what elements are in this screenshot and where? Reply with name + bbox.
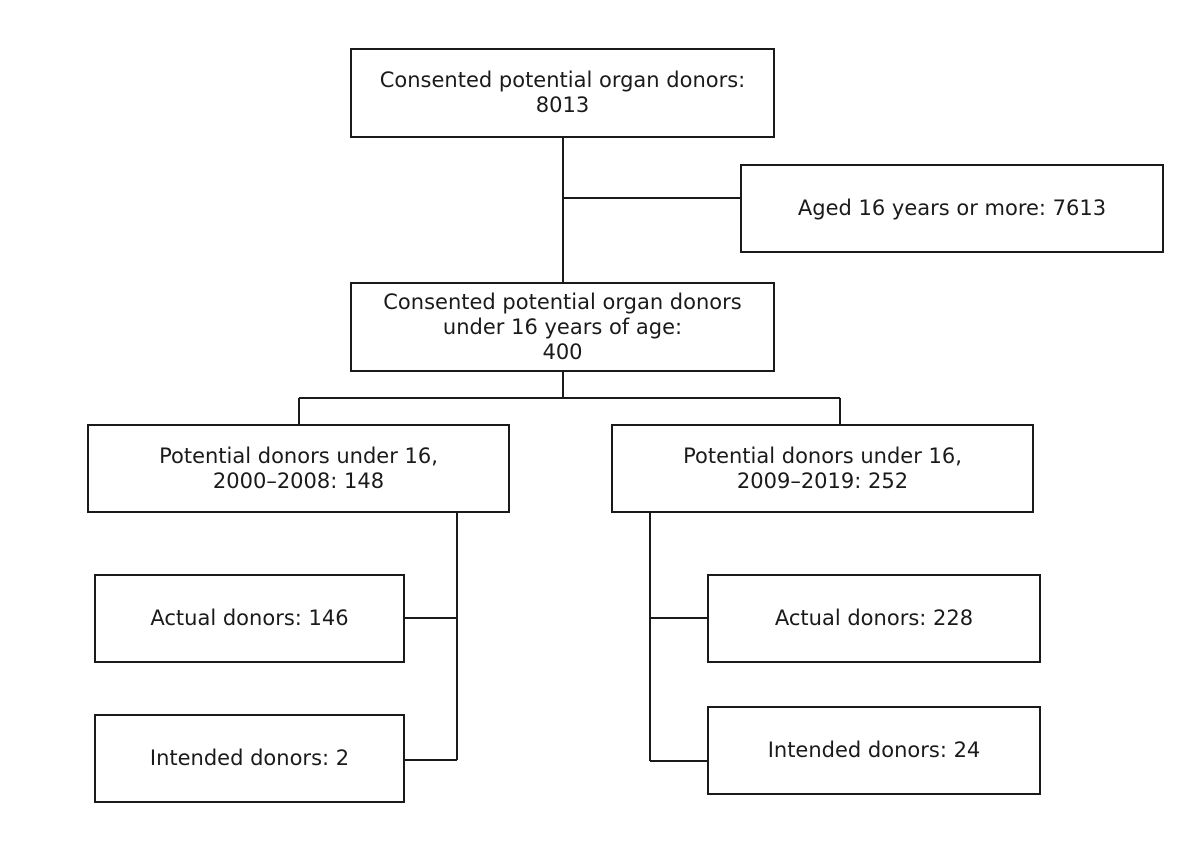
box-intended-donors-2000-2008: Intended donors: 2 bbox=[94, 714, 405, 803]
box-actual-donors-2009-2019-label: Actual donors: 228 bbox=[774, 606, 974, 630]
box-intended-donors-2009-2019-label: Intended donors: 24 bbox=[767, 738, 981, 762]
box-consented-total-count: 8013 bbox=[535, 93, 590, 117]
box-aged-16-or-more-label: Aged 16 years or more: 7613 bbox=[797, 196, 1107, 220]
box-period-2009-2019-count: 2009–2019: 252 bbox=[736, 468, 909, 493]
box-period-2009-2019-label: Potential donors under 16, bbox=[683, 443, 962, 468]
box-aged-16-or-more: Aged 16 years or more: 7613 bbox=[740, 164, 1164, 253]
box-consented-under-16-label-2: under 16 years of age: bbox=[442, 314, 683, 339]
box-consented-total: Consented potential organ donors: 8013 bbox=[350, 48, 775, 138]
box-intended-donors-2000-2008-label: Intended donors: 2 bbox=[149, 746, 350, 770]
box-actual-donors-2000-2008: Actual donors: 146 bbox=[94, 574, 405, 663]
box-actual-donors-2000-2008-label: Actual donors: 146 bbox=[150, 606, 349, 630]
box-consented-total-label: Consented potential organ donors: bbox=[379, 68, 746, 92]
box-period-2000-2008: Potential donors under 16, 2000–2008: 14… bbox=[87, 424, 510, 513]
box-intended-donors-2009-2019: Intended donors: 24 bbox=[707, 706, 1041, 795]
box-consented-under-16: Consented potential organ donors under 1… bbox=[350, 282, 775, 372]
box-period-2000-2008-count: 2000–2008: 148 bbox=[212, 468, 385, 493]
box-consented-under-16-count: 400 bbox=[542, 339, 583, 364]
box-consented-under-16-label-1: Consented potential organ donors bbox=[383, 289, 742, 314]
box-period-2009-2019: Potential donors under 16, 2009–2019: 25… bbox=[611, 424, 1034, 513]
box-actual-donors-2009-2019: Actual donors: 228 bbox=[707, 574, 1041, 663]
box-period-2000-2008-label: Potential donors under 16, bbox=[159, 443, 438, 468]
